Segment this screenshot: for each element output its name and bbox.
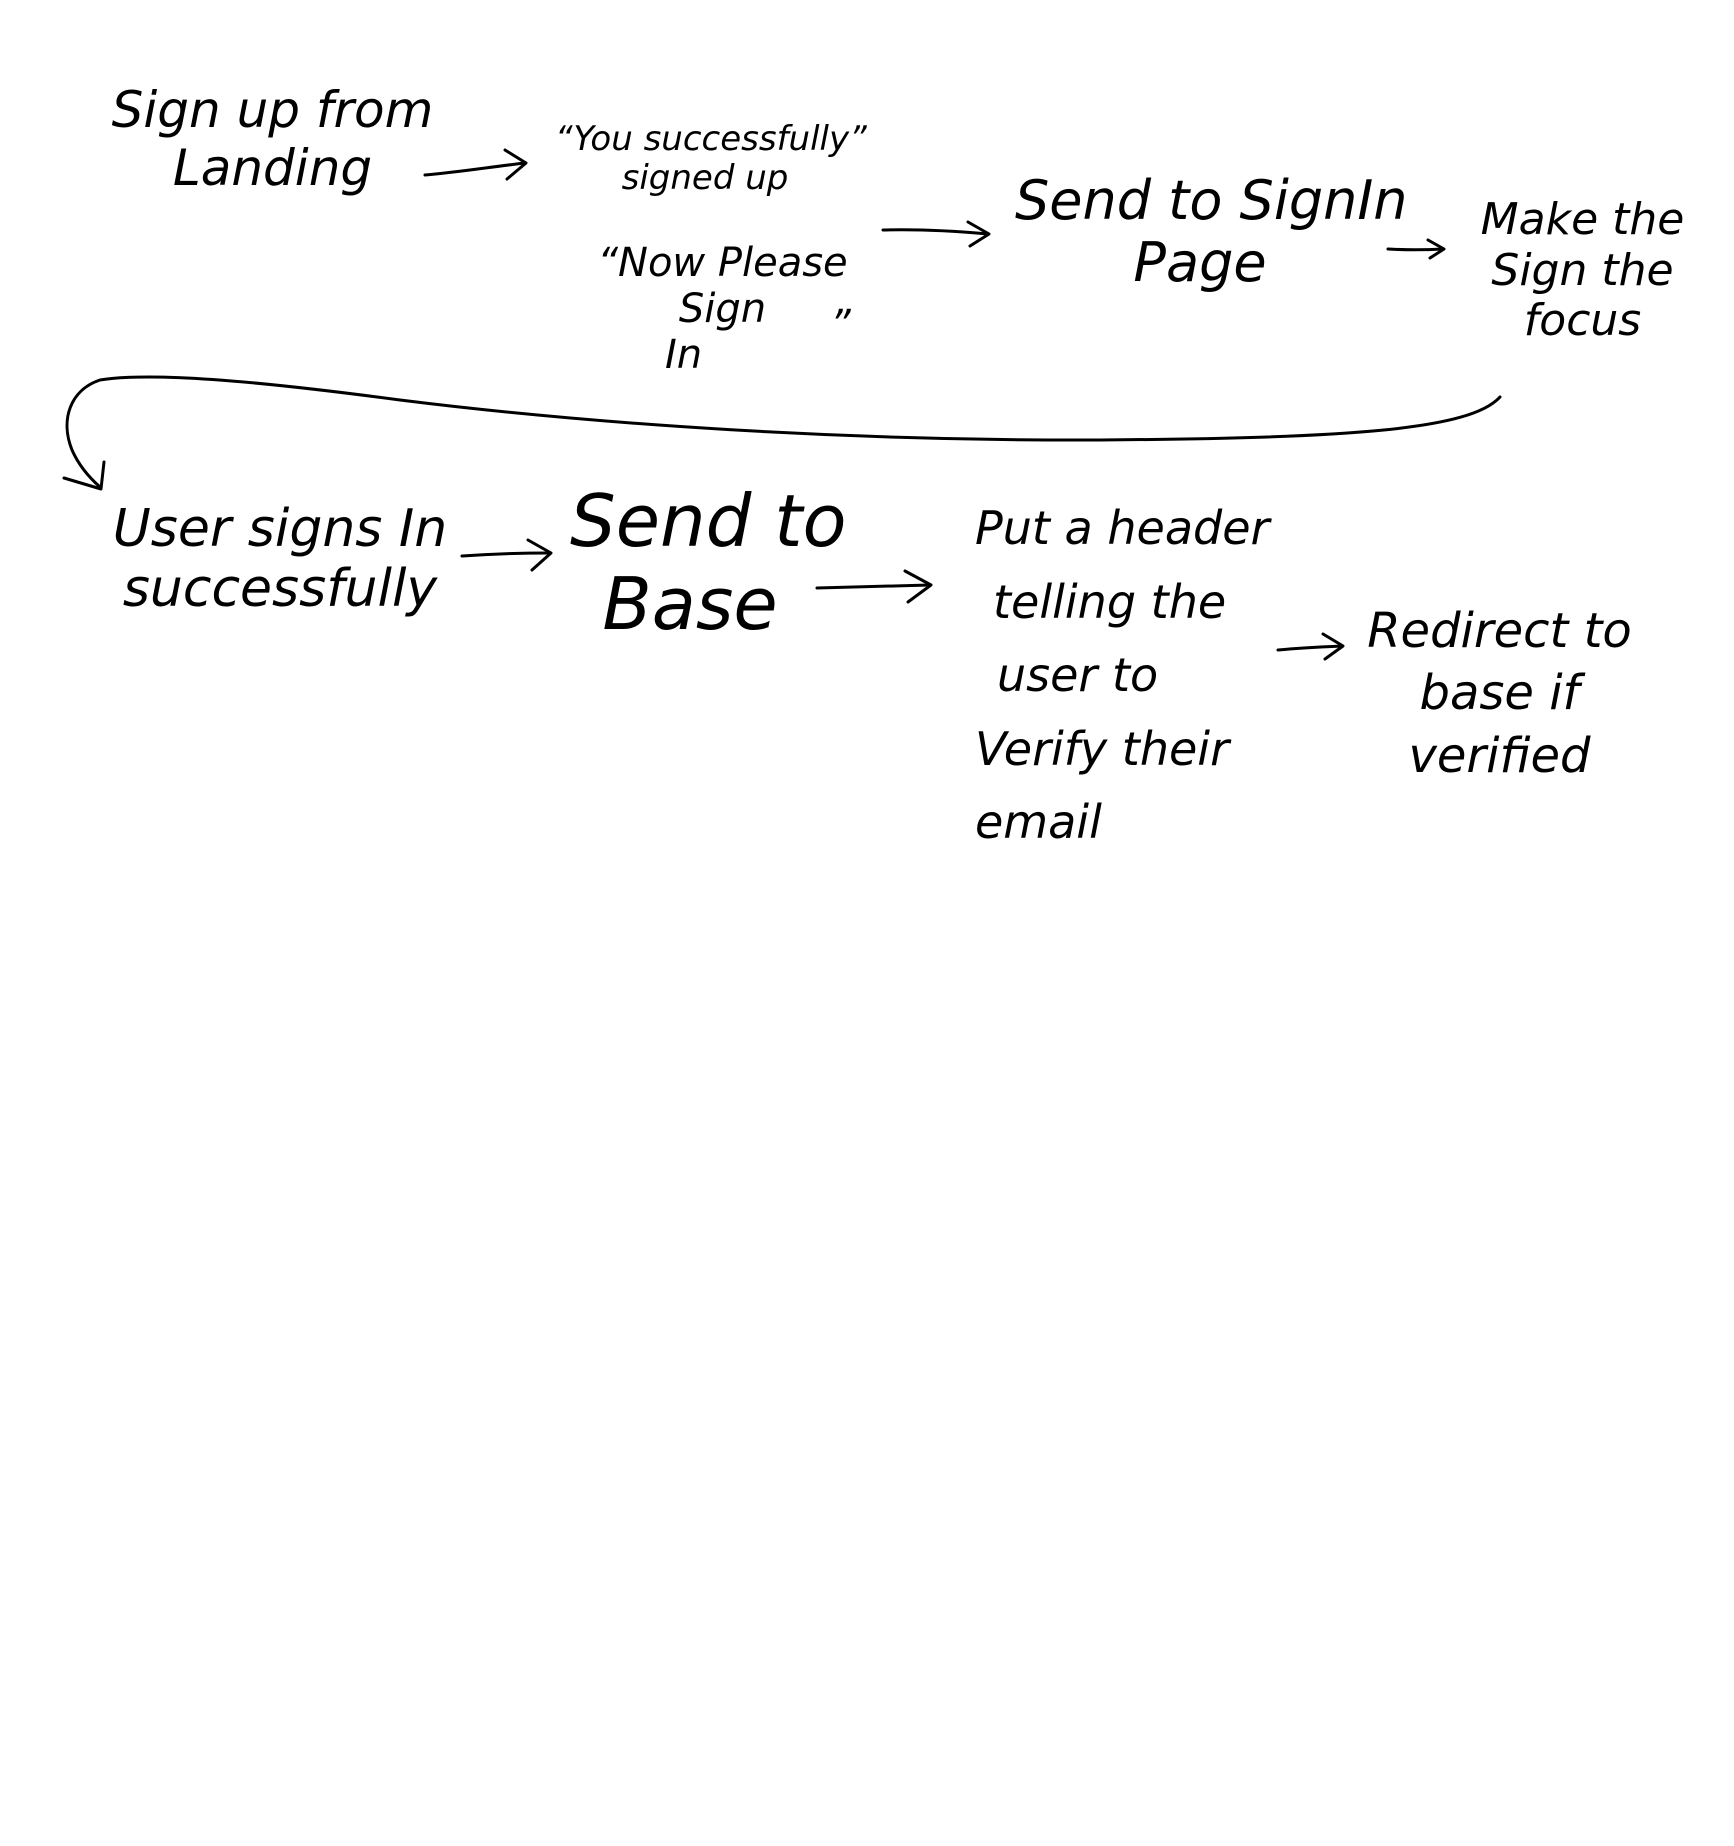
node-line: telling the	[993, 574, 1227, 629]
node-line: user to	[997, 648, 1159, 703]
node-line: verified	[1408, 727, 1591, 784]
arrow-head	[1426, 238, 1446, 260]
node-line: ”	[830, 302, 851, 348]
arrow-head	[62, 460, 106, 491]
node-send-to-signin-page: Send to SignIn Page	[1015, 169, 1408, 295]
node-line: “You successfully”	[555, 119, 867, 159]
arrow-send-signin-to-focus	[1386, 238, 1446, 260]
node-line: Page	[1133, 231, 1267, 295]
arrow-line	[1276, 644, 1344, 652]
node-line: Sign the	[1491, 244, 1674, 296]
arrow-line	[423, 161, 527, 177]
node-now-please-sign-in: “Now Please Sign In ”	[595, 240, 850, 378]
node-line: Put a header	[975, 501, 1270, 555]
node-line: email	[975, 795, 1102, 850]
node-send-to-base: Send to Base	[570, 479, 847, 646]
node-line: successfully	[122, 558, 438, 619]
node-line: In	[665, 332, 703, 378]
node-line: signed up	[621, 158, 789, 199]
arrow-head	[526, 538, 553, 572]
node-line: Landing	[172, 138, 373, 197]
node-line: “Now Please	[597, 240, 848, 286]
node-line: User signs In	[112, 499, 448, 559]
node-line: focus	[1523, 295, 1642, 347]
arrow-line	[881, 228, 990, 236]
node-make-the-sign-the-focus: Make the Sign the focus	[1470, 194, 1695, 347]
node-user-signs-in-successfully: User signs In successfully	[110, 499, 450, 620]
node-line: Redirect to	[1367, 603, 1632, 659]
arrow-head	[1321, 632, 1345, 661]
node-line: base if	[1419, 665, 1580, 722]
arrow-user-signs-in-to-send-base	[460, 538, 553, 572]
arrow-head	[966, 220, 991, 248]
node-you-successfully-signed-up: “You successfully” signed up	[555, 119, 867, 199]
node-redirect-to-base-if-verified: Redirect to base if verified	[1352, 600, 1647, 787]
arrow-line	[460, 551, 552, 558]
arrow-header-to-redirect	[1276, 632, 1345, 661]
arrow-head	[903, 569, 933, 604]
node-put-a-header: Put a header telling the user to Verify …	[975, 492, 1275, 860]
node-line: Make the	[1480, 194, 1685, 245]
node-sign-up-from-landing: Sign up from Landing	[105, 81, 440, 197]
arrow-signup-to-success	[423, 148, 528, 181]
arrow-line	[65, 375, 1502, 489]
node-line: Verify their	[975, 721, 1229, 776]
arrow-success-to-send-signin	[881, 220, 991, 248]
node-line: Sign	[678, 286, 767, 332]
arrow-focus-to-user-signs-in	[62, 375, 1502, 491]
arrow-line	[815, 583, 932, 590]
node-line: Sign up from	[111, 81, 434, 139]
arrow-line	[1386, 247, 1445, 252]
node-line: Send to SignIn	[1015, 169, 1408, 232]
arrow-head	[503, 148, 528, 181]
arrow-send-base-to-header	[815, 569, 933, 604]
node-line: Send to	[570, 479, 847, 563]
node-line: Base	[602, 561, 778, 646]
